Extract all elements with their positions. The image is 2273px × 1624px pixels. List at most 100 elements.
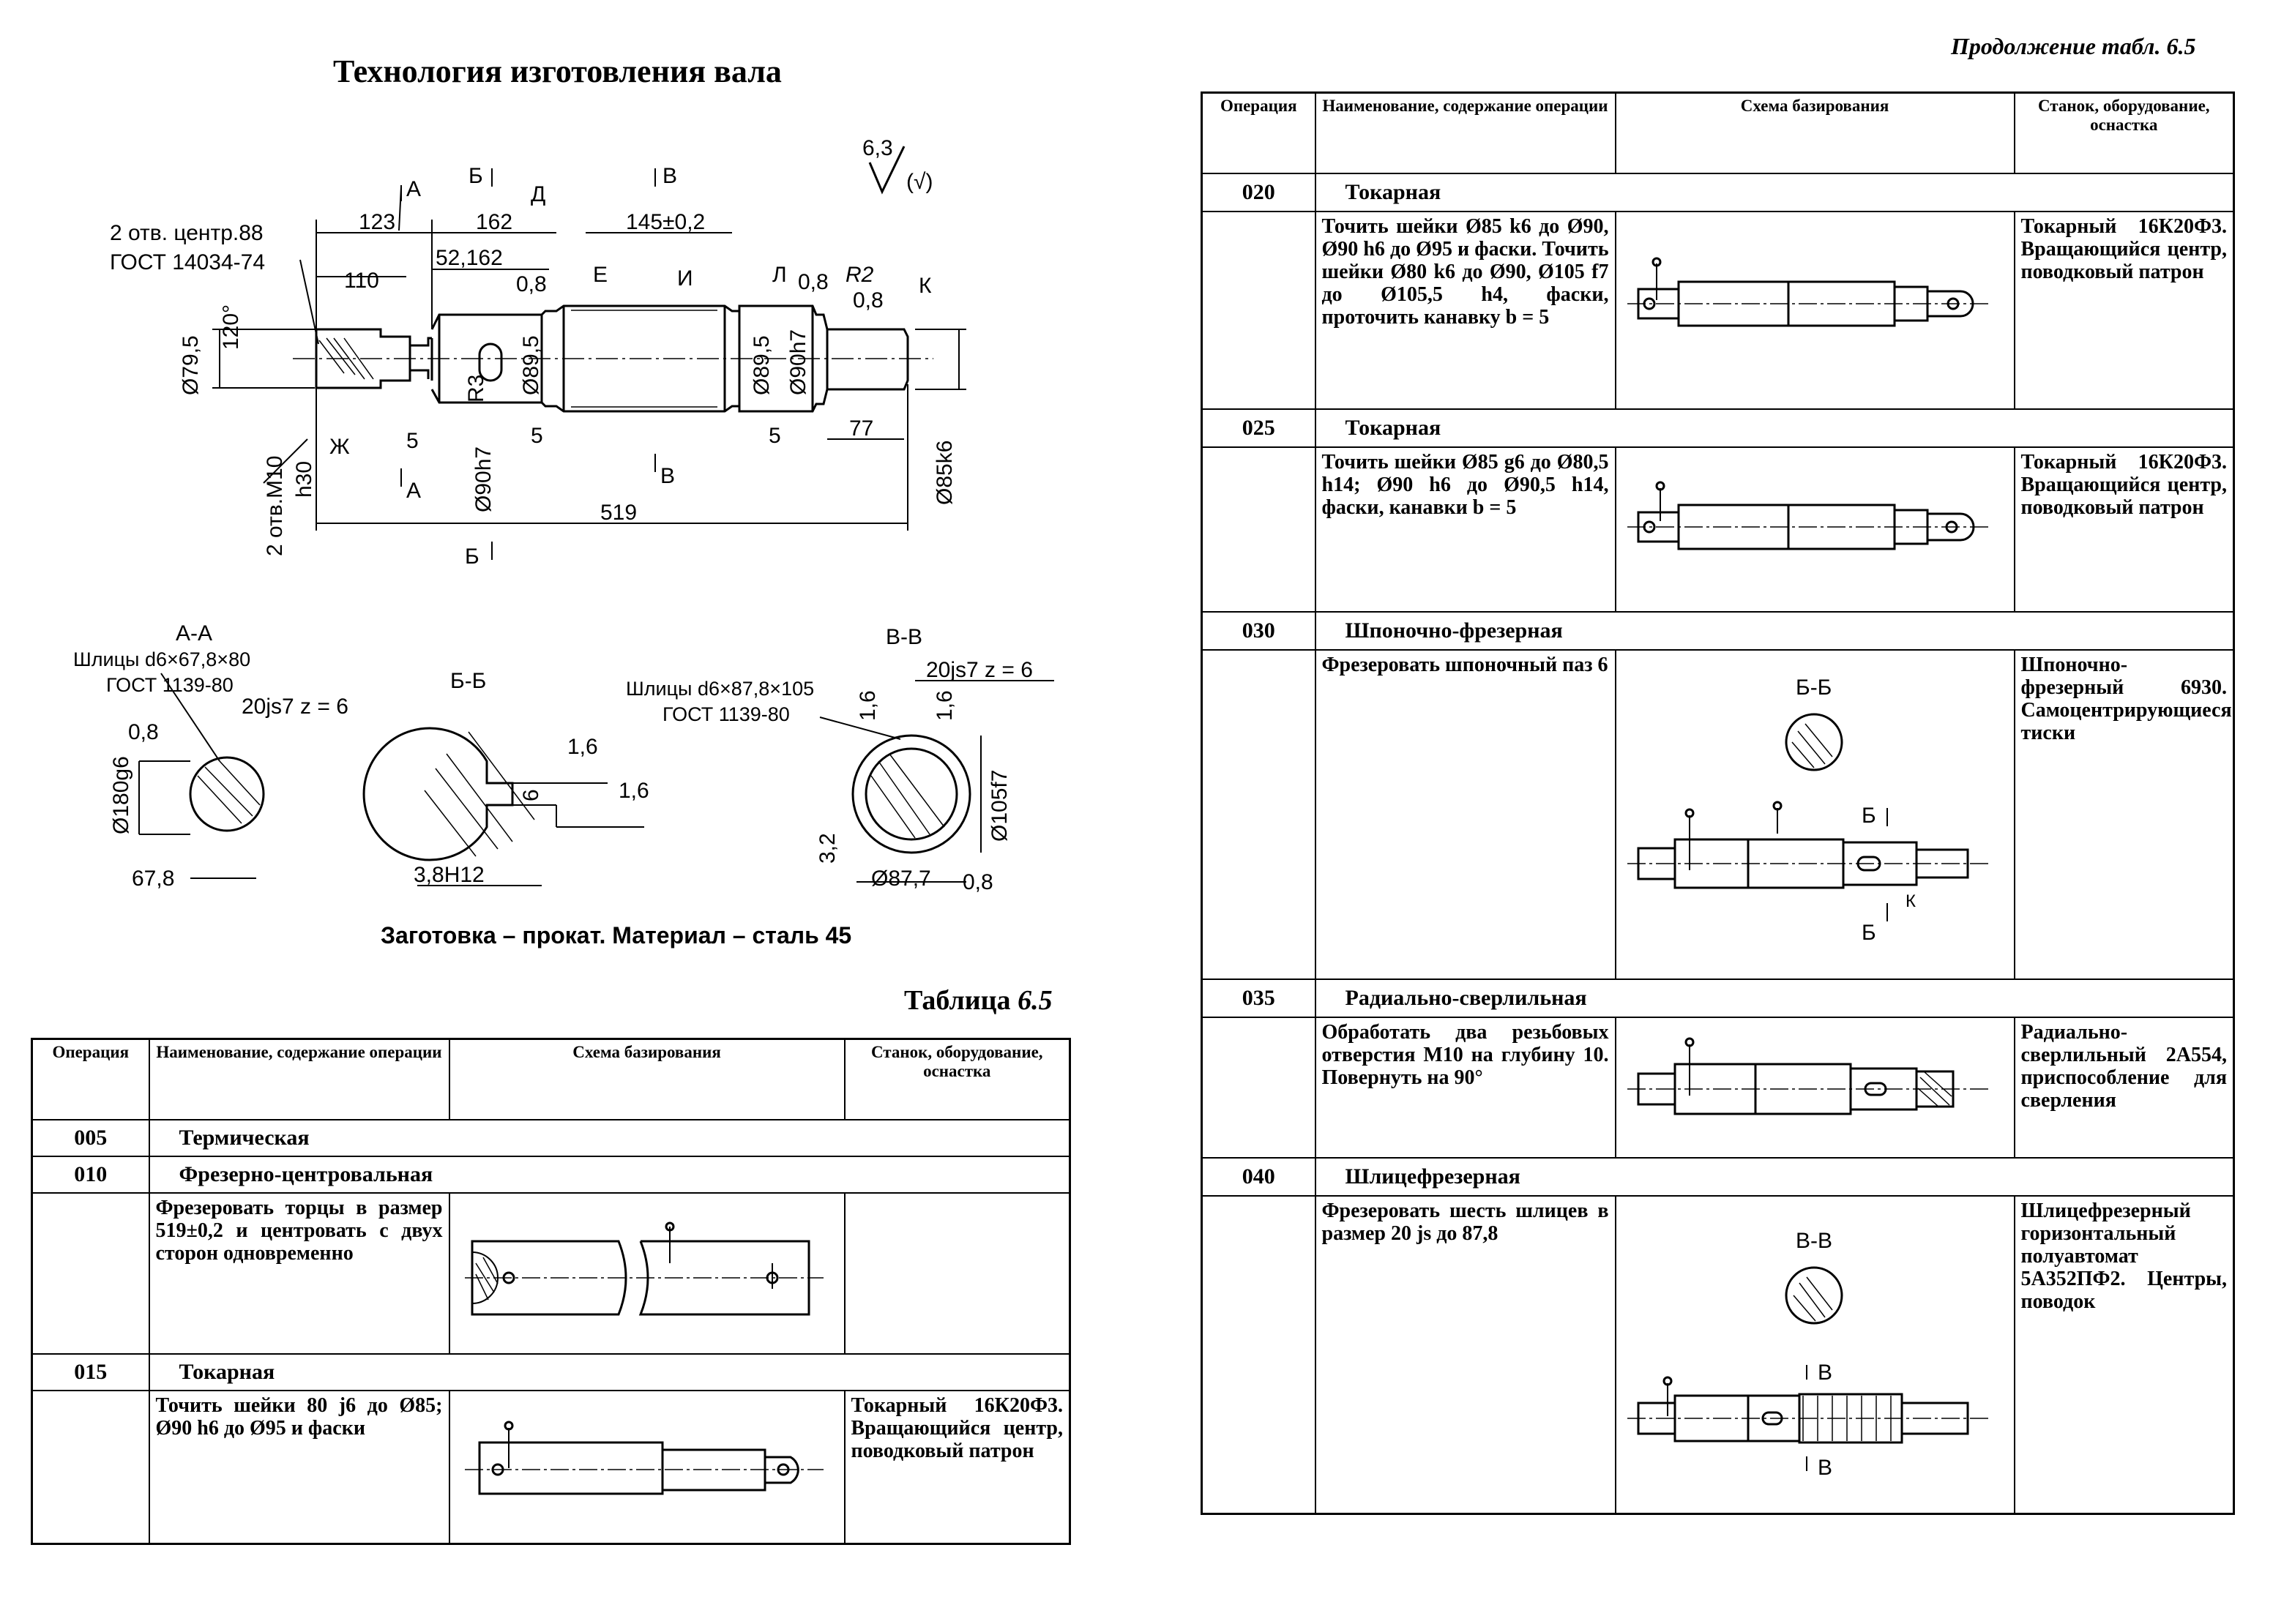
section-vv-r3: 3,2 — [815, 833, 840, 864]
shaft-drawing: А Б В А Б В Д Е И Л К Ж 2 отв. центр.88 … — [110, 136, 966, 569]
op-empty-cell — [1201, 1194, 1316, 1515]
scheme-040-section-label: В-В — [1796, 1229, 1832, 1253]
dim-d89-a: Ø89,5 — [519, 335, 543, 395]
section-aa-spline: Шлицы d6×67,8×80 — [73, 648, 250, 670]
section-vv-z: 20js7 z = 6 — [926, 658, 1033, 682]
center-holes-note: 2 отв. центр.88 — [110, 221, 264, 245]
dim-r3: R3 — [464, 375, 488, 403]
section-vv-standard: ГОСТ 1139-80 — [663, 703, 790, 725]
roughness-mark: (√) — [906, 170, 933, 194]
op-name: Радиально-сверлильная — [1314, 978, 2235, 1018]
section-vv-spline: Шлицы d6×87,8×105 — [626, 678, 814, 700]
scheme-030-sketch: Б-Б Б Б К — [1627, 676, 1990, 945]
op-content: Обработать два резьбовых отверстия М10 н… — [1314, 1016, 1616, 1159]
header-machine: Станок, оборудование, оснастка — [2013, 91, 2235, 174]
section-vv-title: В-В — [886, 625, 922, 649]
op-empty-cell — [31, 1389, 150, 1545]
dim-d79: Ø79,5 — [179, 335, 203, 395]
op-machine — [843, 1191, 1071, 1355]
section-bb-width: 6 — [519, 789, 543, 801]
dim-d85k6: Ø85k6 — [933, 441, 957, 505]
op-machine: Шлицефрезерный горизонтальный полуавтома… — [2013, 1194, 2235, 1515]
op-name: Токарная — [1314, 408, 2235, 448]
dim-519: 519 — [600, 501, 637, 525]
operations-table-left: Операция Наименование, содержание операц… — [31, 1038, 1071, 1545]
op-machine: Токарный 16К20Ф3. Вращающийся центр, пов… — [2013, 210, 2235, 410]
dim-r2: R2 — [846, 263, 874, 287]
roughness-value: 6,3 — [862, 136, 893, 160]
op-scheme — [448, 1191, 846, 1355]
dim-0-8-c: 0,8 — [853, 288, 884, 313]
op-content: Точить шейки 80 j6 до Ø85; Ø90 h6 до Ø95… — [148, 1389, 450, 1545]
dim-162: 162 — [476, 210, 512, 234]
op-content: Фрезеровать шпоночный паз 6 — [1314, 648, 1616, 980]
op-number: 005 — [31, 1118, 150, 1157]
dim-d89-b: Ø89,5 — [750, 335, 774, 395]
op-number: 015 — [31, 1352, 150, 1391]
section-views: А-А Шлицы d6×67,8×80 ГОСТ 1139-80 20js7 … — [73, 621, 1054, 894]
op-content: Точить шейки Ø85 k6 до Ø90, Ø90 h6 до Ø9… — [1314, 210, 1616, 410]
thread-depth: h30 — [292, 461, 316, 498]
dim-77: 77 — [849, 416, 873, 441]
scheme-020-sketch — [1627, 257, 1990, 327]
section-vv-chamfer: 0,8 — [963, 870, 993, 894]
table-caption: Таблица 6.5 — [904, 984, 1053, 1017]
op-scheme: В-В В В — [1614, 1194, 2015, 1515]
dim-5-c: 5 — [769, 424, 781, 448]
page-title: Технология изготовления вала — [333, 53, 782, 89]
section-mark-a-bottom: А — [406, 479, 421, 503]
op-machine: Токарный 16К20Ф3. Вращающийся центр, пов… — [2013, 446, 2235, 613]
op-name: Шпоночно-фрезерная — [1314, 610, 2235, 651]
op-scheme — [448, 1389, 846, 1545]
section-aa-shape — [189, 756, 265, 832]
scheme-040-sketch: В-В В В — [1627, 1229, 1990, 1480]
section-aa-chamfer: 0,8 — [128, 720, 159, 744]
center-holes-standard: ГОСТ 14034-74 — [110, 250, 265, 274]
dim-0-8-b: 0,8 — [798, 270, 829, 294]
dim-5-a: 5 — [406, 429, 419, 453]
dim-angle-120: 120° — [219, 304, 243, 350]
op-machine: Токарный 16К20Ф3. Вращающийся центр, пов… — [843, 1389, 1071, 1545]
op-scheme: Б-Б Б Б К — [1614, 648, 2015, 980]
section-vv-r1: 1,6 — [856, 690, 880, 721]
op-content: Фрезеровать торцы в размер 519±0,2 и цен… — [148, 1191, 450, 1355]
header-operation: Операция — [31, 1038, 150, 1120]
header-scheme: Схема базирования — [448, 1038, 846, 1120]
section-mark-b-top: Б — [469, 164, 483, 188]
header-operation: Операция — [1201, 91, 1316, 174]
section-mark-v-bottom: В — [660, 464, 675, 488]
section-mark-a-top: А — [406, 177, 421, 201]
header-name: Наименование, содержание операции — [1314, 91, 1616, 174]
continuation-text: Продолжение табл. — [1951, 33, 2161, 59]
scheme-035-sketch — [1627, 1037, 1990, 1115]
label-i: И — [677, 266, 693, 291]
scheme-040-mark-top: В — [1818, 1361, 1832, 1385]
section-vv-r2: 1,6 — [933, 690, 957, 721]
op-scheme — [1614, 446, 2015, 613]
threads-note: 2 отв.M10 — [263, 456, 287, 556]
dim-110: 110 — [344, 269, 379, 293]
scheme-040-mark-bottom: В — [1818, 1456, 1832, 1480]
op-name: Шлицефрезерная — [1314, 1156, 2235, 1197]
scheme-030-mark-bottom: Б — [1862, 921, 1876, 945]
dim-123: 123 — [359, 210, 395, 234]
section-vv-d2: Ø87,7 — [871, 867, 931, 891]
label-zh: Ж — [329, 435, 350, 459]
header-name: Наименование, содержание операции — [148, 1038, 450, 1120]
header-scheme: Схема базирования — [1614, 91, 2015, 174]
continuation-label: Продолжение табл. 6.5 — [1951, 33, 2195, 60]
label-l: Л — [772, 263, 787, 287]
op-number: 030 — [1201, 610, 1316, 651]
section-bb-shape — [362, 727, 514, 861]
section-bb-r1: 1,6 — [567, 735, 598, 759]
op-empty-cell — [1201, 446, 1316, 613]
op-name: Фрезерно-центровальная — [148, 1155, 1071, 1194]
section-vv-shape — [851, 734, 971, 854]
op-content: Точить шейки Ø85 g6 до Ø80,5 h14; Ø90 h6… — [1314, 446, 1616, 613]
dim-5-b: 5 — [531, 424, 543, 448]
label-e: Е — [593, 263, 608, 287]
dim-d90h7-b: Ø90h7 — [471, 446, 496, 512]
section-vv-d1: Ø105f7 — [988, 770, 1012, 842]
scheme-030-section-label: Б-Б — [1796, 676, 1832, 700]
table-caption-number: 6.5 — [1018, 985, 1053, 1016]
